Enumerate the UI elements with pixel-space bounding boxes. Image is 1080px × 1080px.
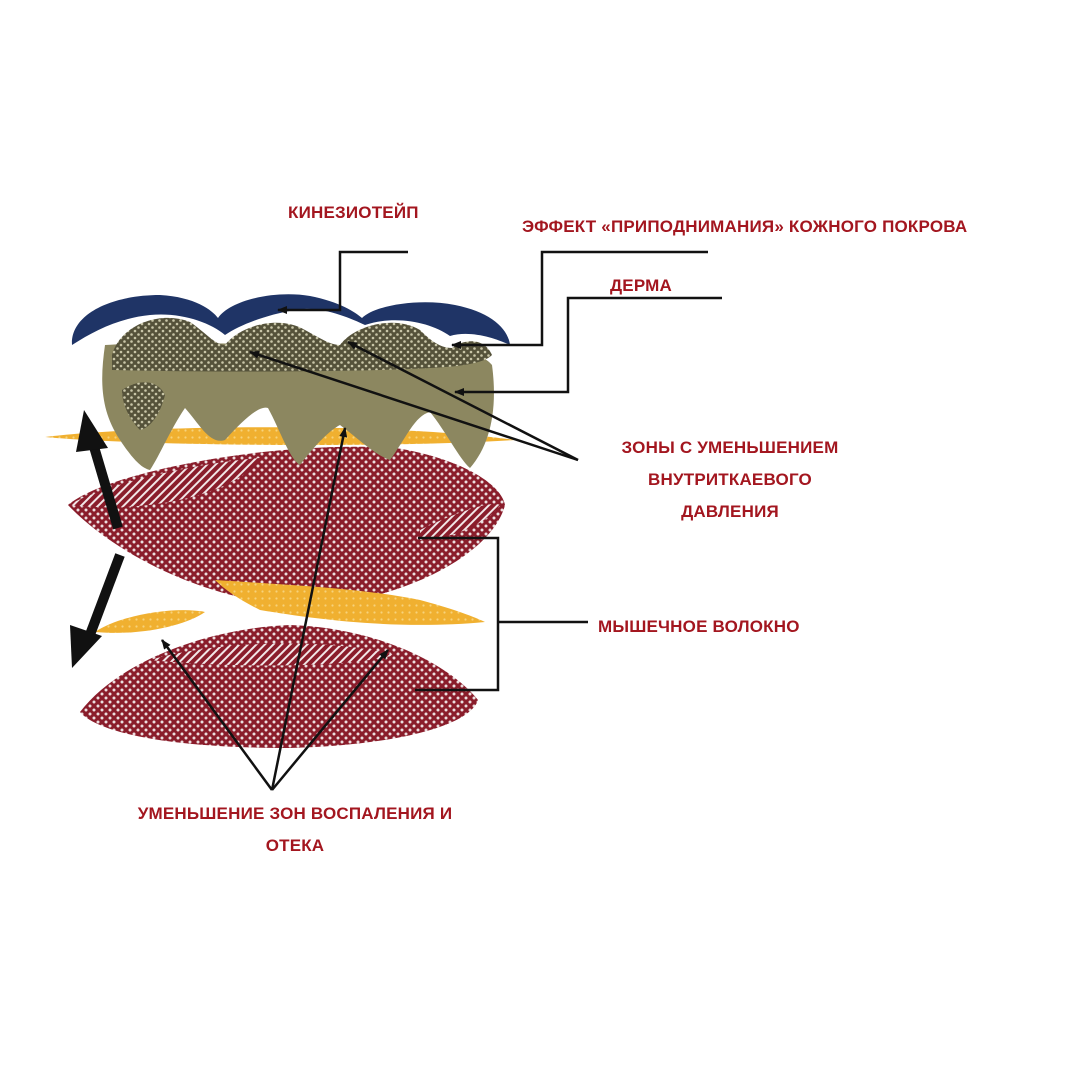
pointer-inflammation-3: [271, 649, 389, 791]
pointer-pressure-zone-1: [249, 350, 579, 462]
thick-arrow-down-head: [70, 625, 102, 668]
fat-layer-lower-left: [95, 610, 205, 633]
label-pressure-zones-line-1: ЗОНЫ С УМЕНЬШЕНИЕМ: [621, 438, 839, 457]
label-derma: ДЕРМА: [610, 276, 673, 295]
kinesiotape-strip: [71, 294, 510, 345]
label-pressure-zones-line-2: ВНУТРИТКАЕВОГО: [648, 470, 812, 489]
label-kinesiotape: КИНЕЗИОТЕЙП: [288, 203, 419, 222]
thick-arrow-down: [83, 553, 125, 642]
muscle-fiber-upper-stripes-right: [420, 504, 500, 540]
thick-arrow-up-head: [76, 410, 108, 452]
muscle-fiber-lower: [80, 625, 478, 748]
pointer-pressure-zone-2: [347, 340, 579, 462]
label-lift-effect: ЭФФЕКТ «ПРИПОДНИМАНИЯ» КОЖНОГО ПОКРОВА: [522, 217, 968, 236]
label-inflammation: УМЕНЬШЕНИЕ ЗОН ВОСПАЛЕНИЯ И ОТЕКА: [100, 798, 490, 862]
dermis-dotted-patch: [122, 382, 165, 430]
muscle-fiber-lower-stripes: [150, 643, 395, 666]
dermis-layer: [102, 342, 494, 470]
fat-layer-middle: [215, 580, 485, 625]
pointer-kinesiotape: [277, 250, 408, 314]
pointer-inflammation-1: [160, 639, 274, 791]
pointer-muscle-fiber: [415, 536, 588, 692]
label-inflammation-line-2: ОТЕКА: [265, 836, 325, 855]
muscle-fiber-upper-stripes: [68, 458, 260, 508]
skin-lifted-layer: [112, 317, 492, 372]
label-pressure-zones: ЗОНЫ С УМЕНЬШЕНИЕМ ВНУТРИТКАЕВОГО ДАВЛЕН…: [590, 432, 870, 528]
label-pressure-zones-line-3: ДАВЛЕНИЯ: [681, 502, 779, 521]
thick-arrows: [70, 410, 125, 668]
pointer-lift-effect: [451, 250, 708, 349]
pointer-derma: [454, 296, 722, 396]
pointer-inflammation-2: [270, 427, 348, 791]
label-inflammation-line-1: УМЕНЬШЕНИЕ ЗОН ВОСПАЛЕНИЯ И: [137, 804, 453, 823]
label-muscle-fiber: МЫШЕЧНОЕ ВОЛОКНО: [598, 617, 800, 636]
thick-arrow-up: [87, 438, 123, 530]
